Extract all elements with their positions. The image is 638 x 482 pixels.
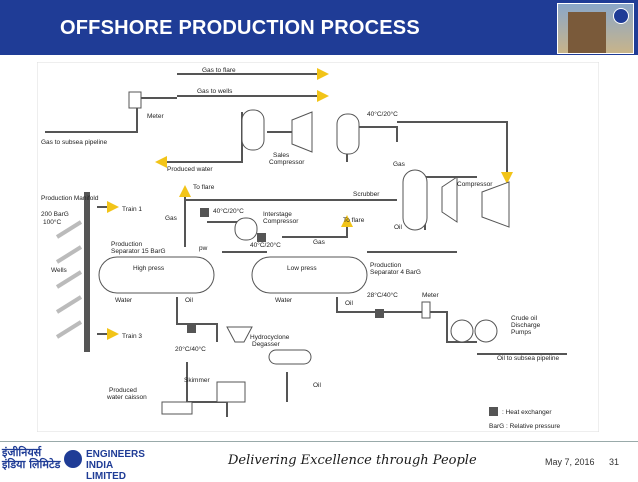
label-oil-1: Oil (185, 297, 194, 304)
tagline: Delivering Excellence through People (228, 453, 477, 468)
label-gas-mid: Gas (165, 215, 178, 222)
label-produced-water: Produced water (167, 166, 213, 173)
company-en-line-1: ENGINEERS (86, 449, 145, 460)
building-image (568, 12, 606, 53)
label-production-manifold: Production Manifold (41, 195, 99, 202)
label-pw: pw (199, 245, 208, 252)
label-oil-3: Oil (313, 382, 322, 389)
label-skimmer: Skimmer (184, 377, 210, 384)
label-to-flare-2: To flare (343, 217, 365, 224)
label-low-press: Low press (287, 265, 317, 272)
label-high-press: High press (133, 265, 165, 272)
label-gas-to-wells: Gas to wells (197, 88, 233, 95)
label-oil-subsea: Oil to subsea pipeline (497, 355, 560, 362)
degasser (268, 349, 312, 365)
label-interstage-2: Compressor (263, 218, 299, 225)
label-caisson-2: water caisson (106, 394, 147, 401)
label-sep4-2: Separator 4 BarG (370, 269, 421, 276)
meter-top (128, 91, 142, 109)
label-oil-2: Oil (345, 300, 354, 307)
label-sales-1: Sales (273, 152, 290, 159)
company-hindi-line-2: इंडिया लिमिटेड (2, 458, 61, 471)
crude-pump-2 (474, 319, 498, 343)
label-pressure-200: 200 BarG (41, 211, 69, 218)
label-barg: BarG : Relative pressure (489, 423, 561, 430)
page-title: OFFSHORE PRODUCTION PROCESS (60, 17, 420, 39)
label-wells: Wells (51, 267, 68, 274)
label-oil-right: Oil (394, 224, 403, 231)
company-name-english: ENGINEERS INDIA LIMITED (86, 449, 146, 482)
eil-logo-icon (64, 450, 82, 468)
label-temp-40-20-a: 40°C/20°C (213, 207, 244, 215)
label-sep4-1: Production (370, 262, 401, 269)
label-crude-3: Pumps (511, 329, 532, 336)
wells-arrows (55, 220, 83, 339)
compressor-1 (441, 176, 458, 223)
footer-divider (0, 441, 638, 442)
interstage-vessel (234, 217, 258, 241)
label-gas-right: Gas (393, 161, 406, 168)
label-gas-subsea: Gas to subsea pipeline (41, 139, 108, 146)
sales-compressor (291, 111, 313, 153)
high-press-separator (98, 256, 215, 294)
label-caisson-1: Produced (109, 387, 137, 394)
vessels (98, 91, 510, 415)
process-diagram: Gas to flare Gas to wells Meter Gas to s… (37, 62, 599, 432)
label-gas-mid2: Gas (313, 239, 326, 246)
water-caisson (161, 401, 193, 415)
compressor-2 (481, 181, 510, 228)
title-bar: OFFSHORE PRODUCTION PROCESS (0, 0, 638, 55)
company-hindi-line-1: इंजीनियर्स (2, 446, 42, 459)
low-press-separator (251, 256, 368, 294)
label-scrubber: Scrubber (353, 191, 380, 198)
company-name-hindi: इंजीनियर्स इंडिया लिमिटेड (2, 447, 62, 471)
label-temp-40-20-b: 40°C/20°C (250, 241, 281, 249)
label-temp-20-40: 20°C/40°C (175, 345, 206, 353)
production-manifold-bar (84, 192, 90, 352)
label-sales-2: Compressor (269, 159, 305, 166)
label-to-flare-1: To flare (193, 184, 215, 191)
hydrocyclone (226, 326, 253, 343)
label-temp-top: 40°C/20°C (367, 110, 398, 118)
label-meter-top: Meter (147, 113, 164, 120)
label-temp-28-40: 28°C/40°C (367, 291, 398, 299)
label-sep15-2: Separator 15 BarG (111, 248, 166, 255)
process-flow-svg: Gas to flare Gas to wells Meter Gas to s… (37, 62, 599, 432)
diagram-frame (37, 62, 599, 432)
scrubber-vessel-2 (336, 113, 360, 155)
label-crude-2: Discharge (511, 322, 541, 329)
label-interstage-1: Interstage (263, 211, 292, 218)
label-compressor: Compressor (457, 181, 493, 188)
label-gas-to-flare: Gas to flare (202, 67, 236, 74)
slide-date: May 7, 2016 (545, 457, 595, 467)
label-water-2: Water (275, 297, 293, 304)
label-meter-right: Meter (422, 292, 439, 299)
label-hydrocyclone: Hydrocyclone (250, 334, 290, 341)
scrubber-vessel-1 (241, 109, 265, 151)
skimmer (216, 381, 246, 403)
label-train-1: Train 1 (122, 206, 142, 213)
eil-badge-icon (613, 8, 629, 24)
crude-pump-1 (450, 319, 474, 343)
label-train-3: Train 3 (122, 333, 142, 340)
heat-exchangers (187, 208, 498, 416)
label-degasser: Degasser (252, 341, 281, 348)
page-number: 31 (609, 457, 620, 467)
company-en-line-2: INDIA LIMITED (86, 460, 126, 482)
label-temp-100: 100°C (43, 218, 61, 226)
building-photo-logo (557, 3, 634, 54)
meter-right (421, 301, 431, 319)
label-sep15-1: Production (111, 241, 142, 248)
label-crude-1: Crude oil (511, 315, 538, 322)
label-heat-exchanger: : Heat exchanger (502, 409, 552, 416)
label-water-1: Water (115, 297, 133, 304)
scrubber-vessel-main (402, 169, 428, 231)
